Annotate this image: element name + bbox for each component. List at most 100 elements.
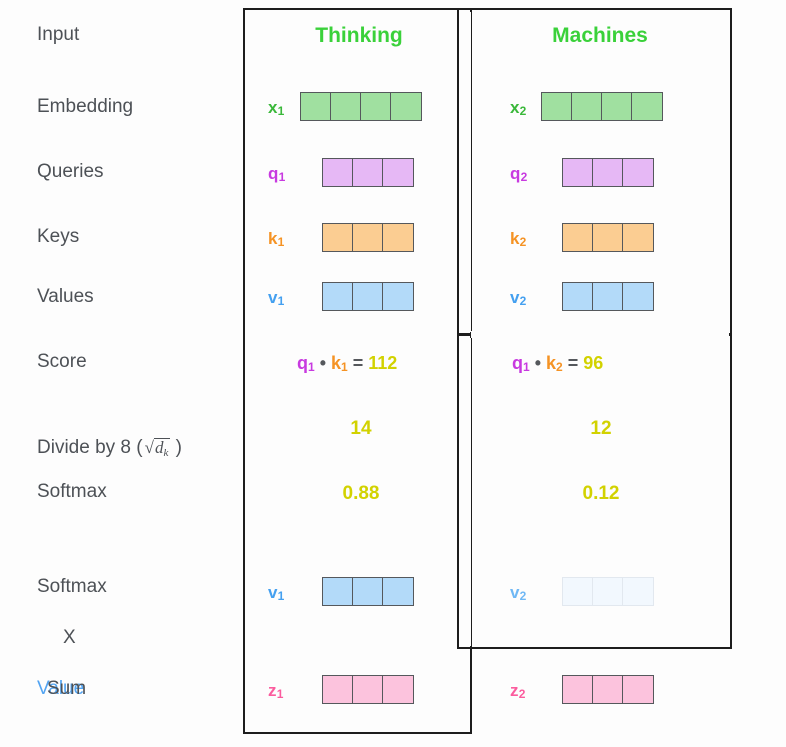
row-label-score: Score: [37, 351, 87, 372]
divide-suffix-text: ): [175, 437, 182, 459]
vector-cell: [563, 578, 593, 605]
vector-cell: [301, 93, 331, 120]
vector-cell: [602, 93, 632, 120]
vector-cell: [563, 676, 593, 703]
outline-mask-lower: [459, 338, 471, 646]
vector-label-x2-text: x: [510, 98, 520, 117]
vector-cell: [593, 676, 623, 703]
vector-cell: [323, 283, 353, 310]
vector-label-z1-sub: 1: [276, 687, 284, 701]
vector-cell: [623, 224, 653, 251]
vector-label-x1: x1: [268, 98, 285, 118]
score-q-subscript: 1: [308, 360, 315, 374]
weighted-v1-sub: 1: [277, 589, 285, 603]
row-label-keys: Keys: [37, 226, 80, 247]
vector-cell: [623, 676, 653, 703]
vector-cell: [383, 159, 413, 186]
vector-label-q1-text: q: [268, 164, 279, 183]
vector-cell: [353, 283, 383, 310]
vector-label-k1-text: k: [268, 229, 278, 248]
vector-cells-k2: [562, 223, 654, 252]
softmax-line-2-times: X: [63, 626, 76, 648]
dk-subscript: k: [163, 447, 169, 460]
vector-cell: [391, 93, 421, 120]
column-header-machines: Machines: [552, 24, 648, 47]
vector-cell: [623, 159, 653, 186]
dot-product-icon: •: [534, 353, 542, 373]
vector-cell: [593, 224, 623, 251]
vector-cell: [542, 93, 572, 120]
vector-cell: [563, 283, 593, 310]
vector-label-z2-text: z: [510, 681, 519, 700]
vector-label-v1-text: v: [268, 288, 278, 307]
sqrt-radicand: dk: [153, 438, 171, 460]
vector-cells-v1: [322, 282, 414, 311]
vector-cell: [383, 283, 413, 310]
vector-cell: [331, 93, 361, 120]
score-q-symbol: q: [512, 353, 523, 373]
vector-cells-x2: [541, 92, 663, 121]
sqrt-symbol: √: [144, 438, 154, 458]
softmax-value-column-1: 0.88: [342, 483, 380, 504]
vector-cells-k1: [322, 223, 414, 252]
vector-cells-q1: [322, 158, 414, 187]
dk-variable: d: [154, 438, 164, 458]
score-k-subscript: 1: [341, 360, 348, 374]
outline-box-thinking-column: [243, 8, 472, 734]
weighted-vector-label-v1: v1: [268, 583, 285, 603]
weighted-vector-cells-v1: [322, 577, 414, 606]
weighted-v2-sub: 2: [519, 589, 527, 603]
vector-label-z2-sub: 2: [518, 687, 526, 701]
vector-cell: [323, 159, 353, 186]
vector-cell: [572, 93, 602, 120]
vector-cells-x1: [300, 92, 422, 121]
column-header-thinking: Thinking: [315, 24, 403, 47]
vector-cell: [353, 578, 383, 605]
score-expression-column-1: q1 • k1 = 112: [297, 353, 397, 374]
vector-cell: [383, 578, 413, 605]
softmax-line-1: Softmax: [37, 575, 107, 597]
divided-score-column-2: 12: [590, 418, 612, 439]
vector-label-x2-sub: 2: [519, 104, 527, 118]
vector-label-v2-text: v: [510, 288, 520, 307]
vector-label-x2: x2: [510, 98, 527, 118]
vector-label-k2-text: k: [510, 229, 520, 248]
softmax-line-3-value: Value: [37, 678, 85, 700]
score-k-symbol: k: [546, 353, 557, 373]
score-k-subscript: 2: [556, 360, 563, 374]
vector-cell: [323, 224, 353, 251]
dot-product-icon: •: [319, 353, 327, 373]
vector-label-k1: k1: [268, 229, 285, 249]
vector-label-v1-sub: 1: [277, 294, 285, 308]
score-q-symbol: q: [297, 353, 308, 373]
score-q-subscript: 1: [523, 360, 530, 374]
vector-cell: [353, 676, 383, 703]
vector-cell: [632, 93, 662, 120]
row-label-input: Input: [37, 24, 80, 45]
vector-cell: [361, 93, 391, 120]
vector-cell: [353, 224, 383, 251]
vector-cell: [383, 676, 413, 703]
vector-label-z2: z2: [510, 681, 526, 701]
score-value-column-1: 112: [368, 353, 398, 373]
vector-label-x1-text: x: [268, 98, 278, 117]
vector-cell: [593, 578, 623, 605]
score-k-symbol: k: [331, 353, 342, 373]
vector-label-v2-sub: 2: [519, 294, 527, 308]
row-label-softmax: Softmax: [37, 481, 107, 502]
divide-prefix-text: Divide by 8 (: [37, 437, 143, 459]
vector-label-q2-text: q: [510, 164, 521, 183]
vector-cell: [623, 578, 653, 605]
vector-label-k1-sub: 1: [277, 235, 285, 249]
vector-cell: [593, 159, 623, 186]
equals-sign: =: [567, 353, 579, 373]
vector-cell: [383, 224, 413, 251]
row-label-values: Values: [37, 286, 94, 307]
row-label-divide-by-8: Divide by 8 (√dk ): [37, 416, 237, 460]
vector-cell: [323, 578, 353, 605]
vector-cell: [563, 224, 593, 251]
row-label-embedding: Embedding: [37, 96, 134, 117]
vector-cell: [623, 283, 653, 310]
outline-mask-horizontal: [471, 331, 729, 338]
